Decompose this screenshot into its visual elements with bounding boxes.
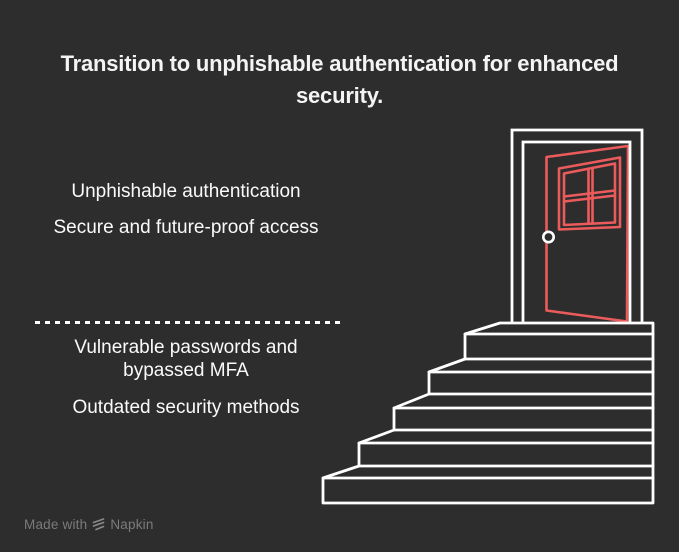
door-knob (541, 230, 555, 244)
legacy-state-item-2: Outdated security methods (72, 397, 300, 418)
staircase (321, 321, 655, 505)
watermark-prefix: Made with (24, 516, 88, 532)
door-window (557, 156, 622, 231)
open-door (545, 144, 630, 323)
napkin-logo-icon (92, 518, 105, 531)
door-frame (510, 128, 644, 323)
future-state-item-1: Unphishable authentication (71, 181, 301, 202)
dashed-divider (35, 321, 342, 324)
future-state-item-2: Secure and future-proof access (53, 217, 319, 238)
page-title: Transition to unphishable authentication… (60, 51, 619, 108)
made-with-napkin-link[interactable]: Made with Napkin (24, 516, 154, 532)
legacy-state-item-1: Vulnerable passwords and bypassed MFA (74, 337, 298, 381)
watermark-brand: Napkin (110, 516, 154, 532)
